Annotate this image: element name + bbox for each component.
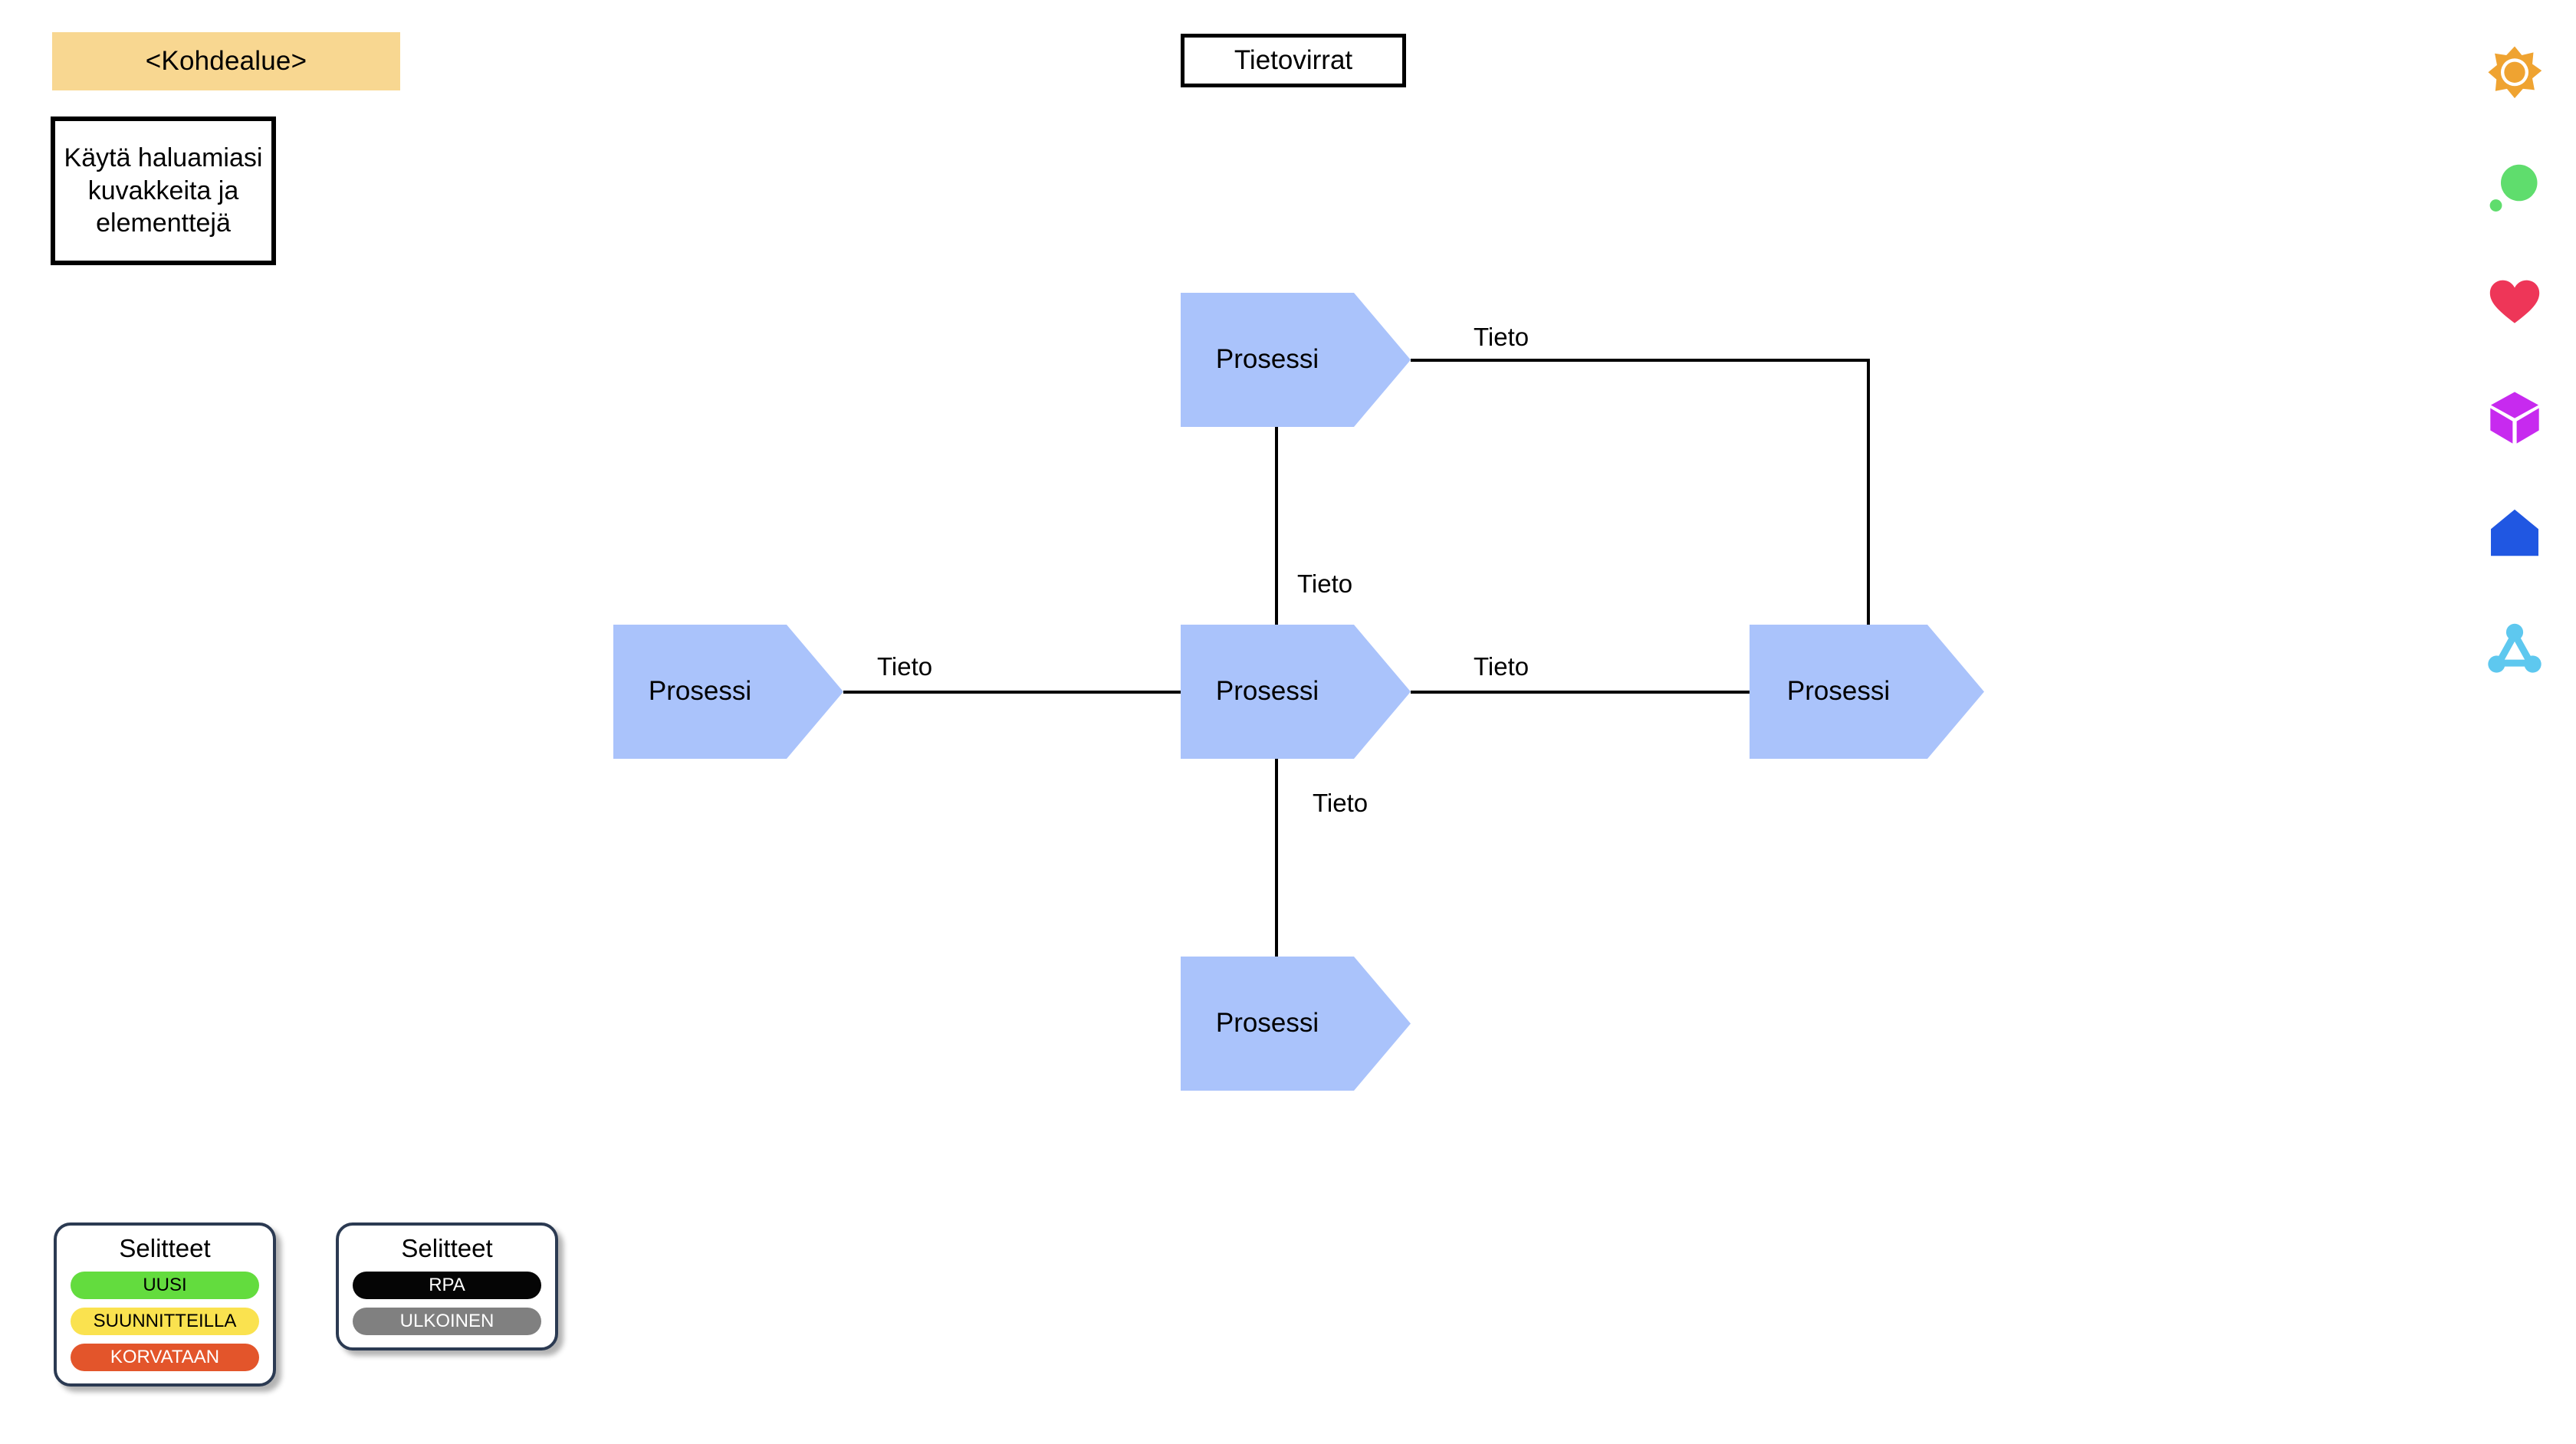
- network-icon[interactable]: [2472, 605, 2557, 690]
- instruction-note[interactable]: Käytä haluamiasi kuvakkeita ja elementte…: [51, 117, 276, 265]
- process-node-right-label: Prosessi: [1786, 676, 1891, 707]
- legend-type-card[interactable]: Selitteet RPA ULKOINEN: [336, 1222, 558, 1350]
- legend-type-item-ulkoinen[interactable]: ULKOINEN: [353, 1307, 541, 1335]
- heart-icon[interactable]: [2472, 261, 2557, 345]
- diagram-title-label: Tietovirrat: [1234, 44, 1353, 75]
- process-node-bottom-label: Prosessi: [1215, 1008, 1319, 1039]
- process-node-left-label: Prosessi: [648, 676, 752, 707]
- legend-status-item-uusi[interactable]: UUSI: [71, 1271, 259, 1299]
- legend-status-card[interactable]: Selitteet UUSI SUUNNITTEILLA KORVATAAN: [54, 1222, 276, 1387]
- legend-status-item-suunnitteilla[interactable]: SUUNNITTEILLA: [71, 1307, 259, 1335]
- edge-top-to-right-line: [1411, 359, 1870, 625]
- domain-band[interactable]: <Kohdealue>: [52, 32, 400, 90]
- icon-palette: [2472, 31, 2564, 705]
- legend-type-title: Selitteet: [401, 1234, 493, 1262]
- edge-label-top-to-center: Tieto: [1297, 569, 1353, 598]
- edge-label-left-to-center: Tieto: [877, 652, 933, 681]
- domain-band-label: <Kohdealue>: [145, 45, 307, 76]
- edge-label-top-to-right: Tieto: [1474, 323, 1530, 351]
- cube-icon[interactable]: [2472, 376, 2557, 460]
- process-node-top-label: Prosessi: [1215, 344, 1319, 375]
- legend-status-title: Selitteet: [119, 1234, 211, 1262]
- process-node-center-label: Prosessi: [1215, 676, 1319, 707]
- process-node-right[interactable]: Prosessi: [1750, 625, 1984, 759]
- circles-icon[interactable]: [2472, 146, 2557, 230]
- diagram-title-box[interactable]: Tietovirrat: [1181, 34, 1406, 87]
- legend-type-item-rpa[interactable]: RPA: [353, 1271, 541, 1299]
- legend-status-item-korvataan[interactable]: KORVATAAN: [71, 1343, 259, 1371]
- instruction-note-text: Käytä haluamiasi kuvakkeita ja elementte…: [64, 143, 263, 238]
- sun-icon[interactable]: [2472, 31, 2557, 115]
- process-node-top[interactable]: Prosessi: [1181, 293, 1411, 427]
- process-node-bottom[interactable]: Prosessi: [1181, 957, 1411, 1091]
- process-node-center[interactable]: Prosessi: [1181, 625, 1411, 759]
- process-node-left[interactable]: Prosessi: [613, 625, 843, 759]
- edge-label-center-to-bottom: Tieto: [1313, 789, 1368, 817]
- home-icon[interactable]: [2472, 491, 2557, 575]
- edge-label-center-to-right: Tieto: [1474, 652, 1530, 681]
